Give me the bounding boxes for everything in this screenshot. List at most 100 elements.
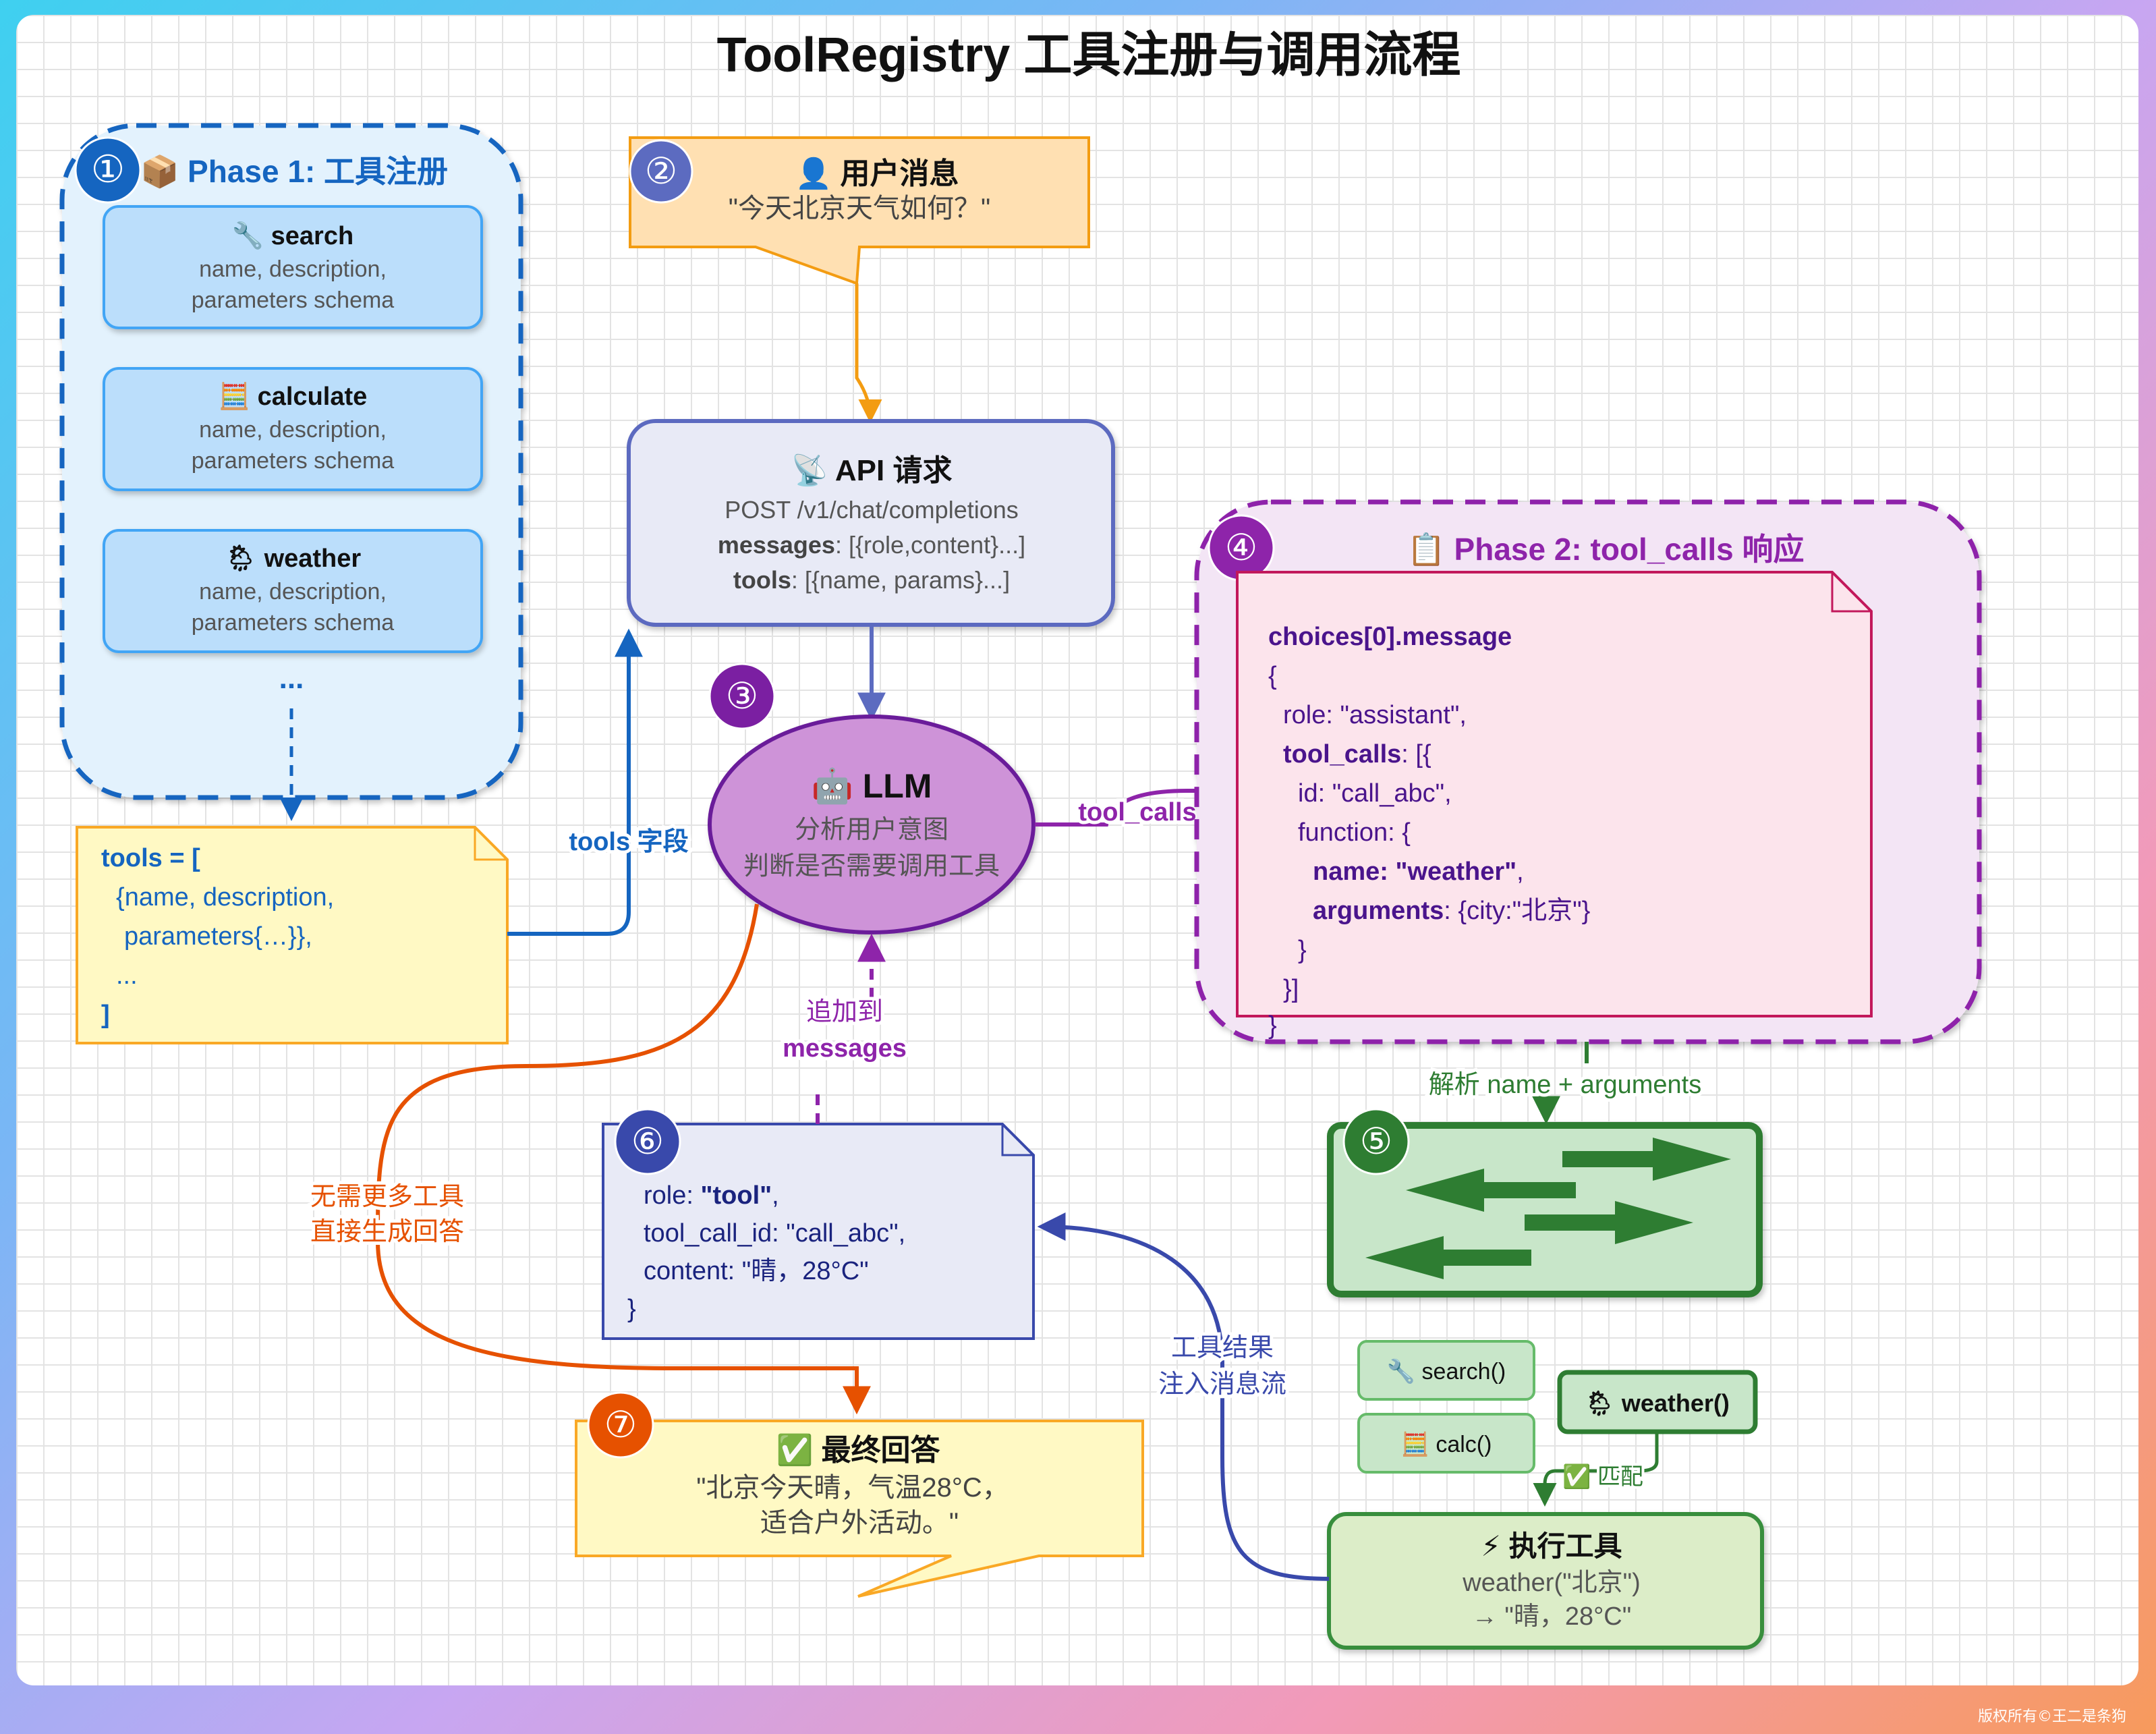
step-badge-5-label: ⑤ xyxy=(1360,1121,1392,1162)
code-role: role: "assistant", xyxy=(1283,701,1467,729)
tool-func-search: 🔧 search() xyxy=(1357,1340,1535,1401)
step-badge-4-label: ④ xyxy=(1225,528,1257,568)
arrow-tools-field xyxy=(507,628,643,936)
llm-line-1: 分析用户意图 xyxy=(795,816,948,844)
arrow-append-messages xyxy=(816,939,872,1124)
llm-line-2: 判断是否需要调用工具 xyxy=(743,852,1000,880)
tool-card-weather: 🌦 weather name, description, parameters … xyxy=(103,529,483,653)
code-id: id: "call_abc", xyxy=(1298,779,1452,808)
tool-msg-role-end: , xyxy=(772,1181,779,1210)
swap-arrows-icon xyxy=(1365,1138,1731,1279)
tools-note-line-1: tools = [ xyxy=(101,844,200,872)
tool-card-search-name: 🔧 search xyxy=(232,220,353,250)
arrow-match xyxy=(1533,1432,1659,1507)
tool-msg-close: } xyxy=(627,1295,636,1323)
step-badge-7-label: ⑦ xyxy=(604,1405,637,1445)
tool-func-weather: 🌦 weather() xyxy=(1557,1370,1758,1434)
diagram-title: ToolRegistry 工具注册与调用流程 xyxy=(717,28,1461,82)
final-answer-title: ✅ 最终回答 xyxy=(776,1433,940,1467)
tools-note-line-3: parameters{…}}, xyxy=(124,922,312,951)
phase1-container: ① 📦 Phase 1: 工具注册 🔧 search name, descrip… xyxy=(59,123,523,800)
code-arguments-val: : {city:"北京"} xyxy=(1444,897,1590,925)
code-name-comma: , xyxy=(1516,858,1524,886)
tool-msg-id: tool_call_id: "call_abc", xyxy=(644,1219,905,1248)
tool-card-calculate-desc1: name, description, xyxy=(199,417,387,443)
tool-card-weather-desc2: parameters schema xyxy=(192,610,395,636)
execute-result: → "晴，28°C" xyxy=(1472,1602,1631,1631)
inject-label-line2: 注入消息流 xyxy=(1158,1370,1286,1399)
step-badge-3 xyxy=(708,663,776,730)
tool-card-search-desc1: name, description, xyxy=(199,256,387,282)
no-tool-label-line2: 直接生成回答 xyxy=(310,1218,464,1246)
append-label-line2: messages xyxy=(783,1034,907,1063)
no-tool-label-line1: 无需更多工具 xyxy=(310,1183,464,1211)
final-answer-line1: "北京今天晴，气温28°C， xyxy=(696,1473,1009,1503)
api-request-title: 📡 API 请求 xyxy=(791,451,953,487)
step-badge-3-label: ③ xyxy=(726,676,758,717)
code-name-line: name: "weather" xyxy=(1313,858,1516,886)
llm-node: ③ 🤖 LLM 分析用户意图 判断是否需要调用工具 xyxy=(708,663,1036,934)
api-request-tools: tools: [{name, params}...] xyxy=(733,566,1010,594)
phase1-more: ... xyxy=(279,662,304,695)
tool-calls-code-doc xyxy=(1236,571,1873,1017)
tool-func-calc-label: 🧮 calc() xyxy=(1401,1431,1492,1457)
execute-title: ⚡ 执行工具 xyxy=(1481,1530,1622,1562)
code-name: name: "weather", xyxy=(1313,858,1524,886)
arrow-no-tool xyxy=(375,903,871,1415)
code-header: choices[0].message xyxy=(1268,623,1512,651)
user-message-title: 👤 用户消息 xyxy=(795,157,959,190)
step-badge-1 xyxy=(74,136,142,204)
tool-card-weather-name: 🌦 weather xyxy=(225,544,362,573)
code-tool-calls-key: tool_calls xyxy=(1283,740,1401,768)
tools-list-note: tools = [ {name, description, parameters… xyxy=(76,826,509,1044)
arrow-user-to-api xyxy=(855,283,882,423)
tool-msg-role: role: "tool", xyxy=(644,1181,779,1210)
tool-msg-content: content: "晴，28°C" xyxy=(644,1257,869,1285)
code-tool-calls-rest: : [{ xyxy=(1401,740,1431,768)
tools-note-line-2: {name, description, xyxy=(116,883,334,912)
phase1-heading: 📦 Phase 1: 工具注册 xyxy=(140,154,448,190)
tools-note-line-4: ... xyxy=(116,961,138,990)
phase2-container: ④ 📋 Phase 2: tool_calls 响应 choices[0].me… xyxy=(1194,499,1982,1044)
code-arguments-key: arguments xyxy=(1313,897,1444,925)
tool-msg-role-val: "tool" xyxy=(700,1181,772,1210)
arrow-inject-result xyxy=(1037,1212,1330,1581)
tool-card-calculate-desc2: parameters schema xyxy=(192,448,395,474)
api-tools-key: tools xyxy=(733,566,791,594)
tool-card-weather-desc1: name, description, xyxy=(199,579,387,605)
tool-func-weather-label: 🌦 weather() xyxy=(1584,1389,1730,1417)
execute-tool-box: ⚡ 执行工具 weather("北京") → "晴，28°C" xyxy=(1327,1512,1764,1650)
api-request-box: 📡 API 请求 POST /v1/chat/completions messa… xyxy=(627,419,1115,627)
tool-message-doc: ⑥ role: "tool", tool_call_id: "call_abc"… xyxy=(602,1108,1035,1340)
api-request-messages: messages: [{role,content}...] xyxy=(718,531,1025,559)
api-messages-val: : [{role,content}...] xyxy=(835,531,1025,559)
code-open: { xyxy=(1268,662,1277,690)
api-tools-val: : [{name, params}...] xyxy=(791,566,1010,594)
match-label: ✅ 匹配 xyxy=(1562,1463,1643,1490)
arrow-phase2-to-dispatch xyxy=(1546,1042,1589,1119)
dispatch-box: ⑤ xyxy=(1327,1108,1763,1297)
code-close: } xyxy=(1268,1011,1277,1040)
api-messages-key: messages xyxy=(718,531,835,559)
step-badge-6-label: ⑥ xyxy=(631,1121,664,1162)
tool-card-calculate-name: 🧮 calculate xyxy=(219,381,368,411)
step-badge-6 xyxy=(614,1108,681,1175)
code-tool-calls: tool_calls: [{ xyxy=(1283,740,1431,768)
tool-func-calc: 🧮 calc() xyxy=(1357,1413,1535,1474)
step-badge-5 xyxy=(1342,1108,1410,1175)
tools-field-label: tools 字段 xyxy=(569,828,688,856)
inject-label-line1: 工具结果 xyxy=(1171,1334,1274,1362)
tool-msg-role-key: role: xyxy=(644,1181,700,1210)
phase2-heading: 📋 Phase 2: tool_calls 响应 xyxy=(1407,532,1804,567)
tool-calls-label: tool_calls xyxy=(1078,798,1196,827)
llm-title: 🤖 LLM xyxy=(812,766,932,805)
user-message-callout: ② 👤 用户消息 "今天北京天气如何？" xyxy=(629,136,1090,285)
final-answer-callout: ⑦ ✅ 最终回答 "北京今天晴，气温28°C， 适合户外活动。" xyxy=(575,1391,1144,1598)
final-answer-line2: 适合户外活动。" xyxy=(760,1508,959,1538)
tool-card-calculate: 🧮 calculate name, description, parameter… xyxy=(103,367,483,491)
tool-func-search-label: 🔧 search() xyxy=(1387,1358,1506,1385)
arrow-llm-to-phase2 xyxy=(1035,777,1241,827)
code-arguments: arguments: {city:"北京"} xyxy=(1313,897,1590,925)
step-badge-2 xyxy=(629,139,693,204)
